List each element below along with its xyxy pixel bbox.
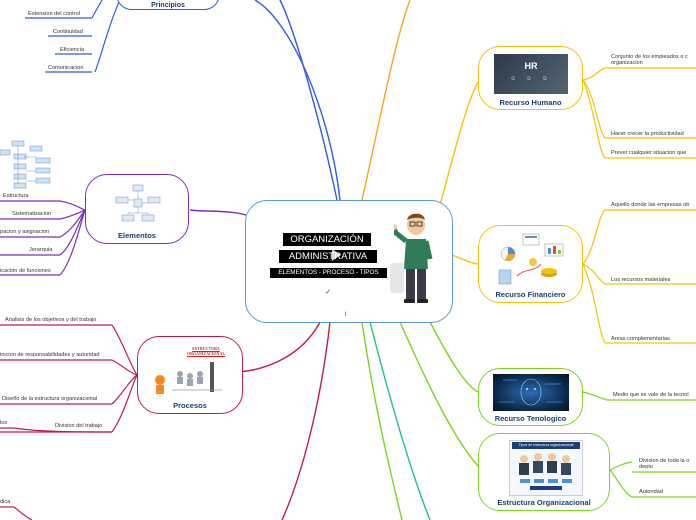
central-marker: i <box>345 311 347 318</box>
tech-face-graphic <box>499 378 563 406</box>
estructura-organizacional-leaf-1[interactable]: Division de toda la o <box>639 458 690 464</box>
connector-eo <box>399 321 479 467</box>
elementos-title: Elementos <box>118 231 156 240</box>
procesos-leaf-1[interactable]: Analisis de los objetivos y del trabajo <box>5 317 97 323</box>
central-node[interactable]: ORGANIZACIÓN ADMINISTRATIVA ELEMENTOS - … <box>245 200 453 323</box>
connector-top-orange <box>361 0 411 201</box>
central-subtitle: ELEMENTOS - PROCESO - TIPOS <box>270 268 387 278</box>
procesos-branch <box>0 324 138 433</box>
connector-procesos <box>239 321 321 373</box>
connector-rh <box>439 79 481 206</box>
elementos-leaf-4[interactable]: Jerarquia <box>29 247 53 253</box>
procesos-leaf-4[interactable]: Division del trabajo <box>55 423 103 429</box>
principios-leaf-3[interactable]: Eficiencia <box>60 47 84 53</box>
procesos-leaf-3[interactable]: Diseño de la estructura organizacional <box>2 396 98 402</box>
central-title-line1: ORGANIZACIÓN <box>283 233 371 246</box>
play-icon[interactable] <box>332 249 341 261</box>
procesos-leaf-5[interactable]: los <box>0 420 8 426</box>
recurso-tecnologico-image <box>493 374 569 411</box>
principios-leaf-1[interactable]: Extension del control <box>28 11 80 17</box>
elementos-leaf-1[interactable]: Estructura <box>3 193 29 199</box>
recurso-financiero-image <box>498 233 564 285</box>
procesos-node[interactable]: ESTRUCTURA ORGANIZACIONAL Procesos <box>137 336 243 414</box>
recurso-financiero-branch <box>582 209 696 344</box>
connector-bottom-green <box>369 321 431 520</box>
recurso-humano-leaf-2[interactable]: Hacer crecer la productividad <box>611 131 684 137</box>
procesos-title: Procesos <box>173 401 207 410</box>
people-group-graphic <box>519 453 572 490</box>
bottom-left-leaf[interactable]: dica <box>0 499 11 505</box>
procesos-leaf-2[interactable]: inicion de responsabilidades y autoridad <box>0 352 100 358</box>
recurso-financiero-node[interactable]: Recurso Financiero <box>478 225 583 303</box>
connector-principios <box>254 0 341 201</box>
elementos-node[interactable]: Elementos <box>85 174 189 244</box>
connector-rf <box>451 254 479 265</box>
connector-bottom-green-2 <box>361 321 403 520</box>
recurso-tecnologico-title: Recurso Tenologico <box>494 414 567 423</box>
org-chart-thumbnail <box>0 140 51 189</box>
recurso-financiero-leaf-1[interactable]: Aquello donde las empresas ob <box>611 202 690 208</box>
central-title-line2: ADMINISTRATIVA <box>279 250 377 263</box>
principios-branch <box>25 0 121 73</box>
recurso-tecnologico-node[interactable]: Recurso Tenologico <box>478 368 583 426</box>
recurso-tecnologico-leaf-1[interactable]: Medio que se vale de la tecnol <box>613 392 689 398</box>
recurso-humano-node[interactable]: HR ☺ ☺ ☺ Recurso Humano <box>478 46 583 110</box>
estructura-organizacional-leaf-1b[interactable]: depto <box>639 464 653 470</box>
connector-principios-2 <box>279 0 338 201</box>
estructura-organizacional-branch <box>609 461 696 498</box>
recurso-humano-leaf-3[interactable]: Prever cualquier situacion que <box>611 150 687 156</box>
principios-leaf-2[interactable]: Continuidad <box>53 29 83 35</box>
elementos-diagram-thumbnail <box>115 184 161 222</box>
connector-bottom-left <box>281 321 331 520</box>
estructura-organizacional-image: Tipos de estructura organizacional <box>509 440 583 496</box>
estructura-organizacional-leaf-2[interactable]: Autoridad <box>639 489 663 495</box>
recurso-humano-title: Recurso Humano <box>499 98 562 107</box>
recurso-financiero-leaf-3[interactable]: Areas complementarias <box>611 336 670 342</box>
hr-network-decoration: ☺ ☺ ☺ <box>510 76 552 82</box>
estructura-organizacional-title: Estructura Organizacional <box>497 498 591 507</box>
connector-rt <box>429 321 479 393</box>
recurso-humano-image-label: HR <box>524 61 538 71</box>
recurso-humano-branch <box>582 67 696 159</box>
recurso-financiero-leaf-2[interactable]: Los recursos materiales <box>611 277 671 283</box>
principios-leaf-4[interactable]: Comunicacion <box>48 65 84 71</box>
recurso-tecnologico-branch <box>582 391 696 401</box>
elementos-leaf-5[interactable]: icación de funciones <box>0 268 51 274</box>
estructura-organizacional-node[interactable]: Tipos de estructura organizacional Estru… <box>478 433 610 511</box>
connectors <box>189 0 481 520</box>
procesos-image-caption: ESTRUCTURA ORGANIZACIONAL <box>186 346 225 356</box>
connector-elementos <box>189 209 247 216</box>
recurso-financiero-title: Recurso Financiero <box>495 290 566 299</box>
procesos-image: ESTRUCTURA ORGANIZACIONAL <box>152 344 230 396</box>
procesos-people-graphic <box>155 362 222 394</box>
check-logo-icon: ✓ <box>325 289 331 296</box>
estructura-organizacional-image-caption: Tipos de estructura organizacional <box>512 442 580 449</box>
principios-node[interactable]: Principios <box>116 0 220 10</box>
elementos-branch <box>0 200 86 276</box>
elementos-leaf-2[interactable]: Sistematizacion <box>12 211 52 217</box>
recurso-humano-image: HR ☺ ☺ ☺ <box>494 54 568 94</box>
recurso-humano-leaf-1b[interactable]: organizacion <box>611 60 643 66</box>
recurso-humano-leaf-1[interactable]: Conjunto de los empleados o c <box>611 54 688 60</box>
principios-title: Principios <box>151 2 185 9</box>
bottom-left-branch <box>0 506 33 520</box>
elementos-leaf-3[interactable]: pacion y asignacion <box>0 229 50 235</box>
shadow-decoration <box>390 263 404 293</box>
presenter-illustration <box>394 213 433 303</box>
